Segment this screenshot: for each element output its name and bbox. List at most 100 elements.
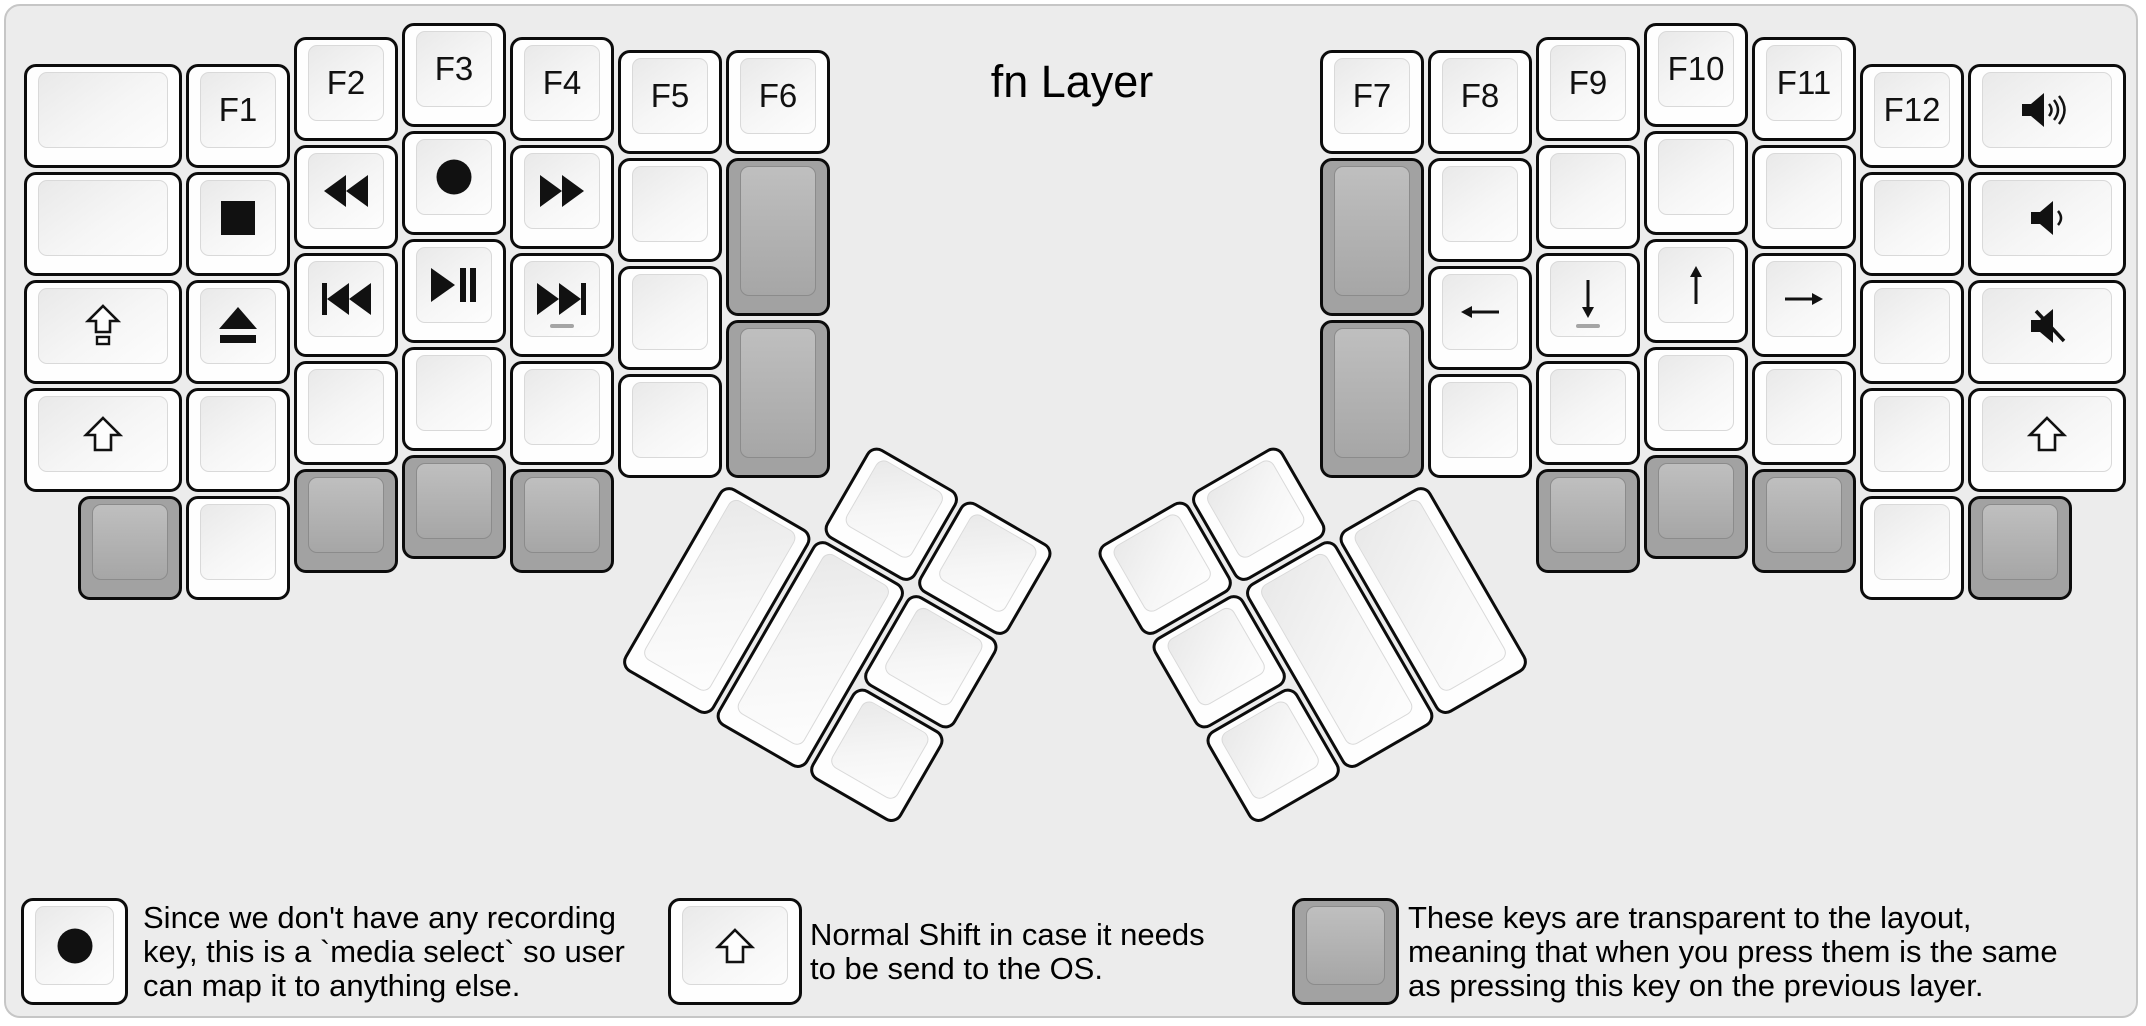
key-blank[interactable] xyxy=(1536,144,1640,249)
keycap-top xyxy=(308,260,384,337)
key-play-pause[interactable] xyxy=(402,239,506,343)
key-f7[interactable]: F7 xyxy=(1320,50,1424,154)
keycap-top xyxy=(1766,152,1842,229)
key-transparent[interactable] xyxy=(1752,468,1856,573)
arrow-right-icon xyxy=(1781,279,1827,319)
key-blank[interactable] xyxy=(618,266,722,370)
key-shift[interactable] xyxy=(1968,387,2126,492)
key-record[interactable] xyxy=(402,131,506,235)
key-blank[interactable] xyxy=(618,374,722,478)
key-f1[interactable]: F1 xyxy=(186,63,290,168)
key-transparent[interactable] xyxy=(1536,468,1640,573)
key-blank[interactable] xyxy=(186,495,290,600)
key-transparent[interactable] xyxy=(510,468,614,573)
key-f4[interactable]: F4 xyxy=(510,36,614,141)
key-blank[interactable] xyxy=(24,171,182,276)
key-blank[interactable] xyxy=(186,387,290,492)
key-f11[interactable]: F11 xyxy=(1752,36,1856,141)
keycap-top xyxy=(1442,382,1518,458)
keycap-top xyxy=(1658,463,1734,539)
key-transparent[interactable] xyxy=(726,158,830,316)
key-volume-up[interactable] xyxy=(1968,63,2126,168)
key-eject[interactable] xyxy=(186,279,290,384)
key-blank[interactable] xyxy=(1536,360,1640,465)
key-transparent[interactable] xyxy=(1320,320,1424,478)
key-transparent[interactable] xyxy=(294,468,398,573)
key-arrow-up[interactable] xyxy=(1644,239,1748,343)
key-capslock[interactable] xyxy=(24,279,182,384)
key-f3[interactable]: F3 xyxy=(402,23,506,127)
key-blank[interactable] xyxy=(1428,374,1532,478)
key-blank[interactable] xyxy=(1428,158,1532,262)
keycap-top: F11 xyxy=(1766,44,1842,121)
keycap-top xyxy=(200,503,276,580)
key-blank[interactable] xyxy=(618,158,722,262)
shift-icon xyxy=(2026,415,2068,453)
key-blank[interactable] xyxy=(1752,144,1856,249)
homing-mark xyxy=(550,324,574,328)
key-blank[interactable] xyxy=(1860,387,1964,492)
key-f5[interactable]: F5 xyxy=(618,50,722,154)
keycap-top: F6 xyxy=(740,58,816,134)
keycap-top xyxy=(38,287,168,364)
arrow-down-icon xyxy=(1568,276,1608,322)
key-volume-down[interactable] xyxy=(1968,171,2126,276)
key-transparent[interactable] xyxy=(402,455,506,559)
key-blank[interactable] xyxy=(1860,495,1964,600)
rewind-icon xyxy=(322,173,370,209)
arrow-left-icon xyxy=(1457,292,1503,332)
keycap-top xyxy=(308,476,384,553)
volume-mute-icon xyxy=(2025,306,2069,346)
key-stop[interactable] xyxy=(186,171,290,276)
key-blank[interactable] xyxy=(1644,131,1748,235)
keycap-top xyxy=(1982,395,2112,472)
keycap-top xyxy=(1550,476,1626,553)
keycap-top xyxy=(1874,395,1950,472)
key-f9[interactable]: F9 xyxy=(1536,36,1640,141)
keycap-top xyxy=(416,139,492,215)
key-blank[interactable] xyxy=(1860,279,1964,384)
key-prev-track[interactable] xyxy=(294,252,398,357)
key-blank[interactable] xyxy=(1860,171,1964,276)
keycap-top xyxy=(1550,260,1626,337)
key-blank[interactable] xyxy=(1644,347,1748,451)
keycap-top xyxy=(740,166,816,296)
keycap-top xyxy=(682,906,788,985)
key-blank[interactable] xyxy=(1752,360,1856,465)
keycap-top: F9 xyxy=(1550,44,1626,121)
key-f6[interactable]: F6 xyxy=(726,50,830,154)
key-f2[interactable]: F2 xyxy=(294,36,398,141)
keycap-top xyxy=(1982,503,2058,580)
key-volume-mute[interactable] xyxy=(1968,279,2126,384)
keycap-top xyxy=(35,906,114,985)
keycap-top xyxy=(38,179,168,256)
key-arrow-down[interactable] xyxy=(1536,252,1640,357)
key-transparent[interactable] xyxy=(1320,158,1424,316)
key-transparent[interactable] xyxy=(78,495,182,600)
key-blank[interactable] xyxy=(24,63,182,168)
key-f10[interactable]: F10 xyxy=(1644,23,1748,127)
key-transparent[interactable] xyxy=(726,320,830,478)
key-blank[interactable] xyxy=(294,360,398,465)
shift-icon xyxy=(714,927,756,965)
keycap-top xyxy=(524,368,600,445)
key-rewind[interactable] xyxy=(294,144,398,249)
key-arrow-right[interactable] xyxy=(1752,252,1856,357)
key-transparent[interactable] xyxy=(1644,455,1748,559)
key-blank[interactable] xyxy=(402,347,506,451)
keycap-top xyxy=(1442,274,1518,350)
keycap-top xyxy=(416,355,492,431)
keycap-top: F7 xyxy=(1334,58,1410,134)
key-next-track[interactable] xyxy=(510,252,614,357)
keycap-top xyxy=(1874,287,1950,364)
key-shift[interactable] xyxy=(24,387,182,492)
keycap-top xyxy=(1334,166,1410,296)
key-arrow-left[interactable] xyxy=(1428,266,1532,370)
key-fast-forward[interactable] xyxy=(510,144,614,249)
key-transparent[interactable] xyxy=(1968,495,2072,600)
key-f12[interactable]: F12 xyxy=(1860,63,1964,168)
key-blank[interactable] xyxy=(510,360,614,465)
keycap-top xyxy=(1334,328,1410,458)
keycap-top xyxy=(416,463,492,539)
key-f8[interactable]: F8 xyxy=(1428,50,1532,154)
